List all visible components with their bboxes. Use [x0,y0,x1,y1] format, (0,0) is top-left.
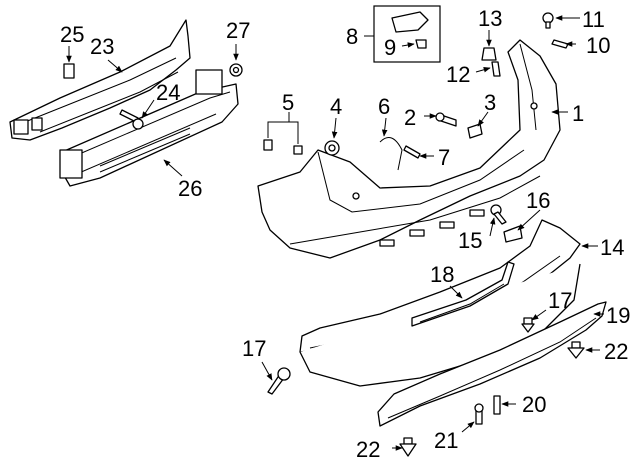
callout-17-left: 17 [242,336,266,361]
callout-20: 20 [522,392,546,417]
callout-8: 8 [346,24,358,49]
lower-trim [377,301,607,427]
callout-12: 12 [446,62,470,87]
callout-17-right: 17 [548,288,572,313]
callout-18: 18 [430,262,454,287]
callout-22-bottom: 22 [356,437,380,462]
callout-21: 21 [434,428,458,453]
hardware [63,12,585,457]
callout-9: 9 [384,35,396,60]
callout-24: 24 [156,80,180,105]
callout-7: 7 [438,145,450,170]
callout-10: 10 [586,33,610,58]
callout-6: 6 [378,94,390,119]
molding-strip [411,261,515,327]
bumper-cover [257,39,561,259]
callout-4: 4 [330,94,342,119]
callout-2: 2 [404,105,416,130]
leader-lines [66,15,604,451]
callout-27: 27 [226,18,250,43]
callout-19: 19 [606,303,630,328]
callout-15: 15 [458,228,482,253]
callout-1: 1 [572,101,584,126]
callout-3: 3 [484,90,496,115]
callout-labels: 1 2 3 4 5 6 7 8 9 10 11 12 13 14 15 16 1… [60,6,630,462]
callout-13: 13 [478,6,502,31]
callout-16: 16 [526,188,550,213]
reinforcement-beam [59,69,239,187]
callout-22-right: 22 [604,339,628,364]
part-8-box [373,5,441,63]
callout-5: 5 [282,90,294,115]
callout-11: 11 [582,7,605,32]
lower-valance [299,219,581,387]
callout-26: 26 [178,176,202,201]
upper-absorber-bracket [9,19,191,141]
callout-23: 23 [90,34,114,59]
callout-14: 14 [600,235,624,260]
callout-25: 25 [60,22,84,47]
